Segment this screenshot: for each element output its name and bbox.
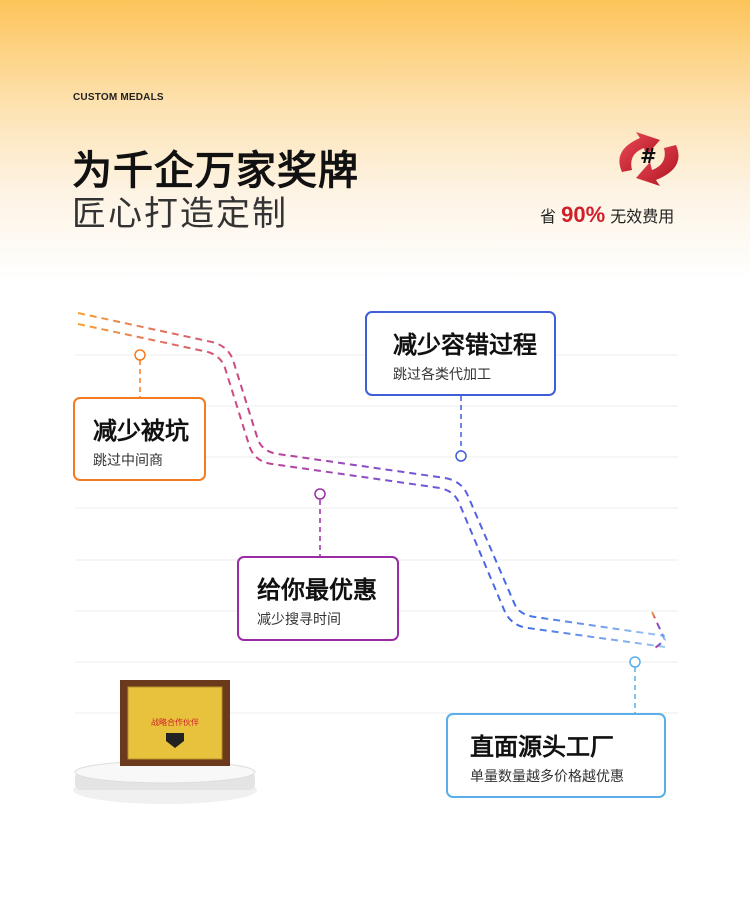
header-tag: CUSTOM MEDALS [73,92,164,103]
marker-dot [629,656,641,668]
red-circular-arrows-hash-icon: # [619,132,679,186]
page-title: 为千企万家奖牌 [72,148,359,194]
dashed-route [77,312,667,649]
marker-dot [314,488,326,500]
svg-text:#: # [640,144,657,168]
callout-reduce-errors: 减少容错过程跳过各类代加工 [365,311,556,396]
medal-plaque-on-pedestal: 战略合作伙伴 [73,680,257,804]
marker-dot [134,349,146,361]
callout-best-price: 给你最优惠减少搜寻时间 [237,556,399,641]
callout-factory-direct: 直面源头工厂单量数量越多价格越优惠 [446,713,666,798]
callout-reduce-pitfalls: 减少被坑跳过中间商 [73,397,206,481]
page-subtitle: 匠心打造定制 [72,194,288,234]
plaque-text: 战略合作伙伴 [151,717,199,727]
savings-text: 省 90% 无效费用 [540,202,675,227]
marker-dot [455,450,467,462]
